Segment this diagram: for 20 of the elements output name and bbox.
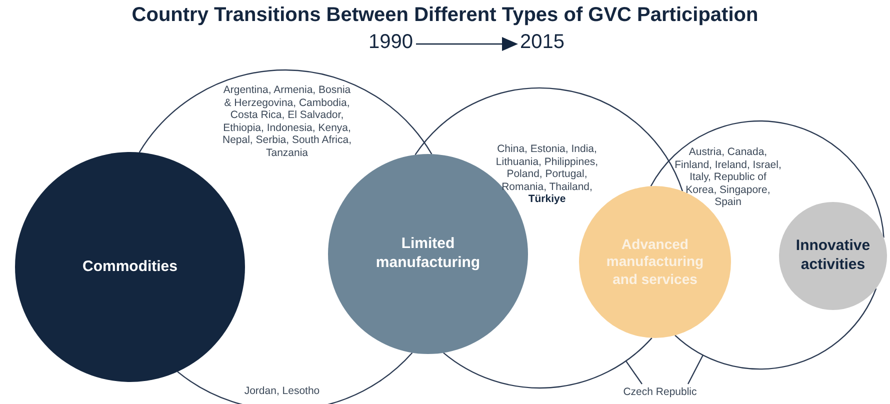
edge-label: Argentina, Armenia, Bosnia & Herzegovina, Cambodia, Costa Rica, El Salvador, Ethiopia, Indonesia, Kenya, Nepal, Serbia, South Africa, Tanzania [222, 84, 352, 160]
transition-arc [674, 288, 877, 370]
transition-arc [414, 87, 684, 192]
leader-line [687, 354, 704, 384]
country-label: Czech Republic [612, 385, 708, 399]
year-label: 2015 [520, 31, 564, 54]
year-label: 1990 [368, 31, 413, 54]
stage-label: Limited manufacturing [374, 235, 482, 273]
edge-label: China, Estonia, India, Lithuania, Philippines, Poland, Portugal, Romania, Thailand, Türkiye [494, 143, 600, 206]
transition-arc [138, 70, 432, 154]
diagram-title: Country Transitions Between Different Types of GVC Participation [130, 4, 760, 27]
stage-label: Innovative activities [794, 237, 872, 275]
leader-line [625, 360, 642, 384]
transition-arc [443, 338, 652, 388]
stage-label: Commodities [82, 258, 178, 276]
edge-label: Jordan, Lesotho [243, 385, 321, 398]
stage-label: Advanced manufacturing and services [605, 236, 705, 288]
transition-arc [650, 120, 884, 238]
edge-label: Austria, Canada, Finland, Ireland, Israel, Italy, Republic of Korea, Singapore, Spain [674, 146, 782, 209]
transition-arc [177, 352, 413, 404]
